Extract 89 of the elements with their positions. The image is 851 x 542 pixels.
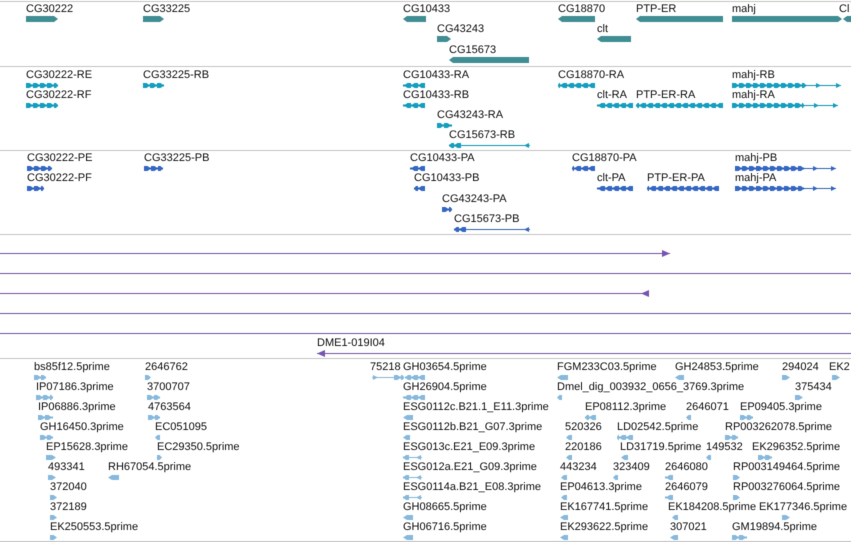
feature-label: RH67054.5prime <box>108 461 192 473</box>
feature-label: CG43243-PA <box>442 193 507 205</box>
feature-label: EP08112.3prime <box>585 401 666 413</box>
feature-label: CG10433-RA <box>403 69 470 81</box>
feature-label: clt <box>597 23 608 35</box>
feature-label: 2646079 <box>665 481 708 493</box>
feature-label: 493341 <box>48 461 85 473</box>
feature-label: GH03654.5prime <box>403 361 487 373</box>
feature-label: ESG0114a.B21_E08.3prime <box>403 481 541 493</box>
feature-label: CG43243 <box>437 23 484 35</box>
feature-label: CG30222-RE <box>26 69 92 81</box>
feature-label: EP04613.3prime <box>560 481 642 493</box>
feature-label: RP003276064.5prime <box>733 481 840 493</box>
feature-label: CG10433-PB <box>414 172 480 184</box>
feature-label: RP003262078.5prime <box>725 421 832 433</box>
feature-label: 149532 <box>706 441 743 453</box>
feature-label: 4763564 <box>148 401 191 413</box>
feature-label: EP15628.3prime <box>46 441 128 453</box>
feature-label: EC051095 <box>155 421 207 433</box>
feature-label: EP09405.3prime <box>740 401 822 413</box>
feature-label: CG18870-RA <box>558 69 624 81</box>
feature-label: CG18870-PA <box>572 152 637 164</box>
feature-label: EC29350.5prime <box>157 441 240 453</box>
feature-label: 75218 <box>370 361 401 373</box>
feature-label: GH08665.5prime <box>403 501 487 513</box>
feature-label: GM19894.5prime <box>732 521 817 533</box>
feature-label: IP07186.3prime <box>36 381 114 393</box>
feature-label: EK177346.5prime <box>759 501 848 513</box>
feature-label: EK250553.5prime <box>50 521 138 533</box>
feature-label: 220186 <box>565 441 602 453</box>
feature-label: ESG0112b.B21_G07.3prime <box>403 421 542 433</box>
feature-label: ESG0112c.B21.1_E11.3prime <box>403 401 549 413</box>
feature-label: 2646071 <box>686 401 729 413</box>
feature-label: RP003149464.5prime <box>733 461 840 473</box>
feature-label: PTP-ER-PA <box>647 172 705 184</box>
feature-label: FGM233C03.5prime <box>557 361 657 373</box>
feature-label: clt-RA <box>597 89 627 101</box>
feature-label: EK184208.5prime <box>668 501 756 513</box>
feature-label: CG18870 <box>558 3 606 15</box>
feature-label: CG10433-PA <box>410 152 475 164</box>
feature-label: GH16450.3prime <box>40 421 124 433</box>
feature-label: mahj-PB <box>735 152 778 164</box>
feature-label: Dmel_dig_003932_0656_3769.3prime <box>557 381 744 393</box>
feature-label: mahj <box>732 3 756 15</box>
feature-label: mahj-RB <box>732 69 775 81</box>
feature-label: 2646762 <box>145 361 188 373</box>
feature-label: ESG012a.E21_G09.3prime <box>403 461 537 473</box>
feature-label: bs85f12.5prime <box>34 361 110 373</box>
feature-label: Cl <box>839 3 850 15</box>
feature-label: PTP-ER <box>636 3 676 15</box>
feature-label: CG15673-PB <box>454 213 520 225</box>
feature-label: CG33225-PB <box>144 152 210 164</box>
feature-label: 375434 <box>795 381 832 393</box>
feature-label: mahj-RA <box>732 89 775 101</box>
feature-label: EK2 <box>829 361 850 373</box>
feature-label: CG33225 <box>143 3 190 15</box>
feature-label: PTP-ER-RA <box>636 89 696 101</box>
feature-label: ESG013c.E21_E09.3prime <box>403 441 536 453</box>
feature-label: CG30222-RF <box>26 89 92 101</box>
feature-label: CG30222-PF <box>27 172 92 184</box>
feature-label: 372189 <box>50 501 87 513</box>
feature-label: 307021 <box>670 521 707 533</box>
feature-label: GH06716.5prime <box>403 521 487 533</box>
feature-label: IP06886.3prime <box>38 401 116 413</box>
feature-label: CG15673 <box>449 44 496 56</box>
feature-label: CG10433-RB <box>403 89 470 101</box>
feature-label: EK167741.5prime <box>560 501 648 513</box>
feature-label: 372040 <box>50 481 87 493</box>
feature-label: clt-PA <box>597 172 626 184</box>
feature-label: LD02542.5prime <box>617 421 698 433</box>
feature-label: DME1-019I04 <box>317 337 385 349</box>
feature-label: 294024 <box>782 361 819 373</box>
feature-label: CG15673-RB <box>449 129 516 141</box>
feature-label: CG43243-RA <box>437 109 504 121</box>
feature-label: EK296352.5prime <box>752 441 840 453</box>
feature-label: EK293622.5prime <box>560 521 648 533</box>
feature-label: 2646080 <box>665 461 708 473</box>
feature-label: CG30222 <box>26 3 74 15</box>
feature-label: mahj-PA <box>735 172 776 184</box>
feature-label: 443234 <box>560 461 597 473</box>
feature-label: 3700707 <box>147 381 190 393</box>
feature-label: CG30222-PE <box>27 152 92 164</box>
feature-label: CG10433 <box>403 3 450 15</box>
feature-label: 520326 <box>565 421 602 433</box>
feature-label: LD31719.5prime <box>620 441 702 453</box>
feature-label: GH26904.5prime <box>403 381 487 393</box>
feature-label: GH24853.5prime <box>675 361 759 373</box>
feature-label: 323409 <box>613 461 650 473</box>
feature-label: CG33225-RB <box>143 69 210 81</box>
